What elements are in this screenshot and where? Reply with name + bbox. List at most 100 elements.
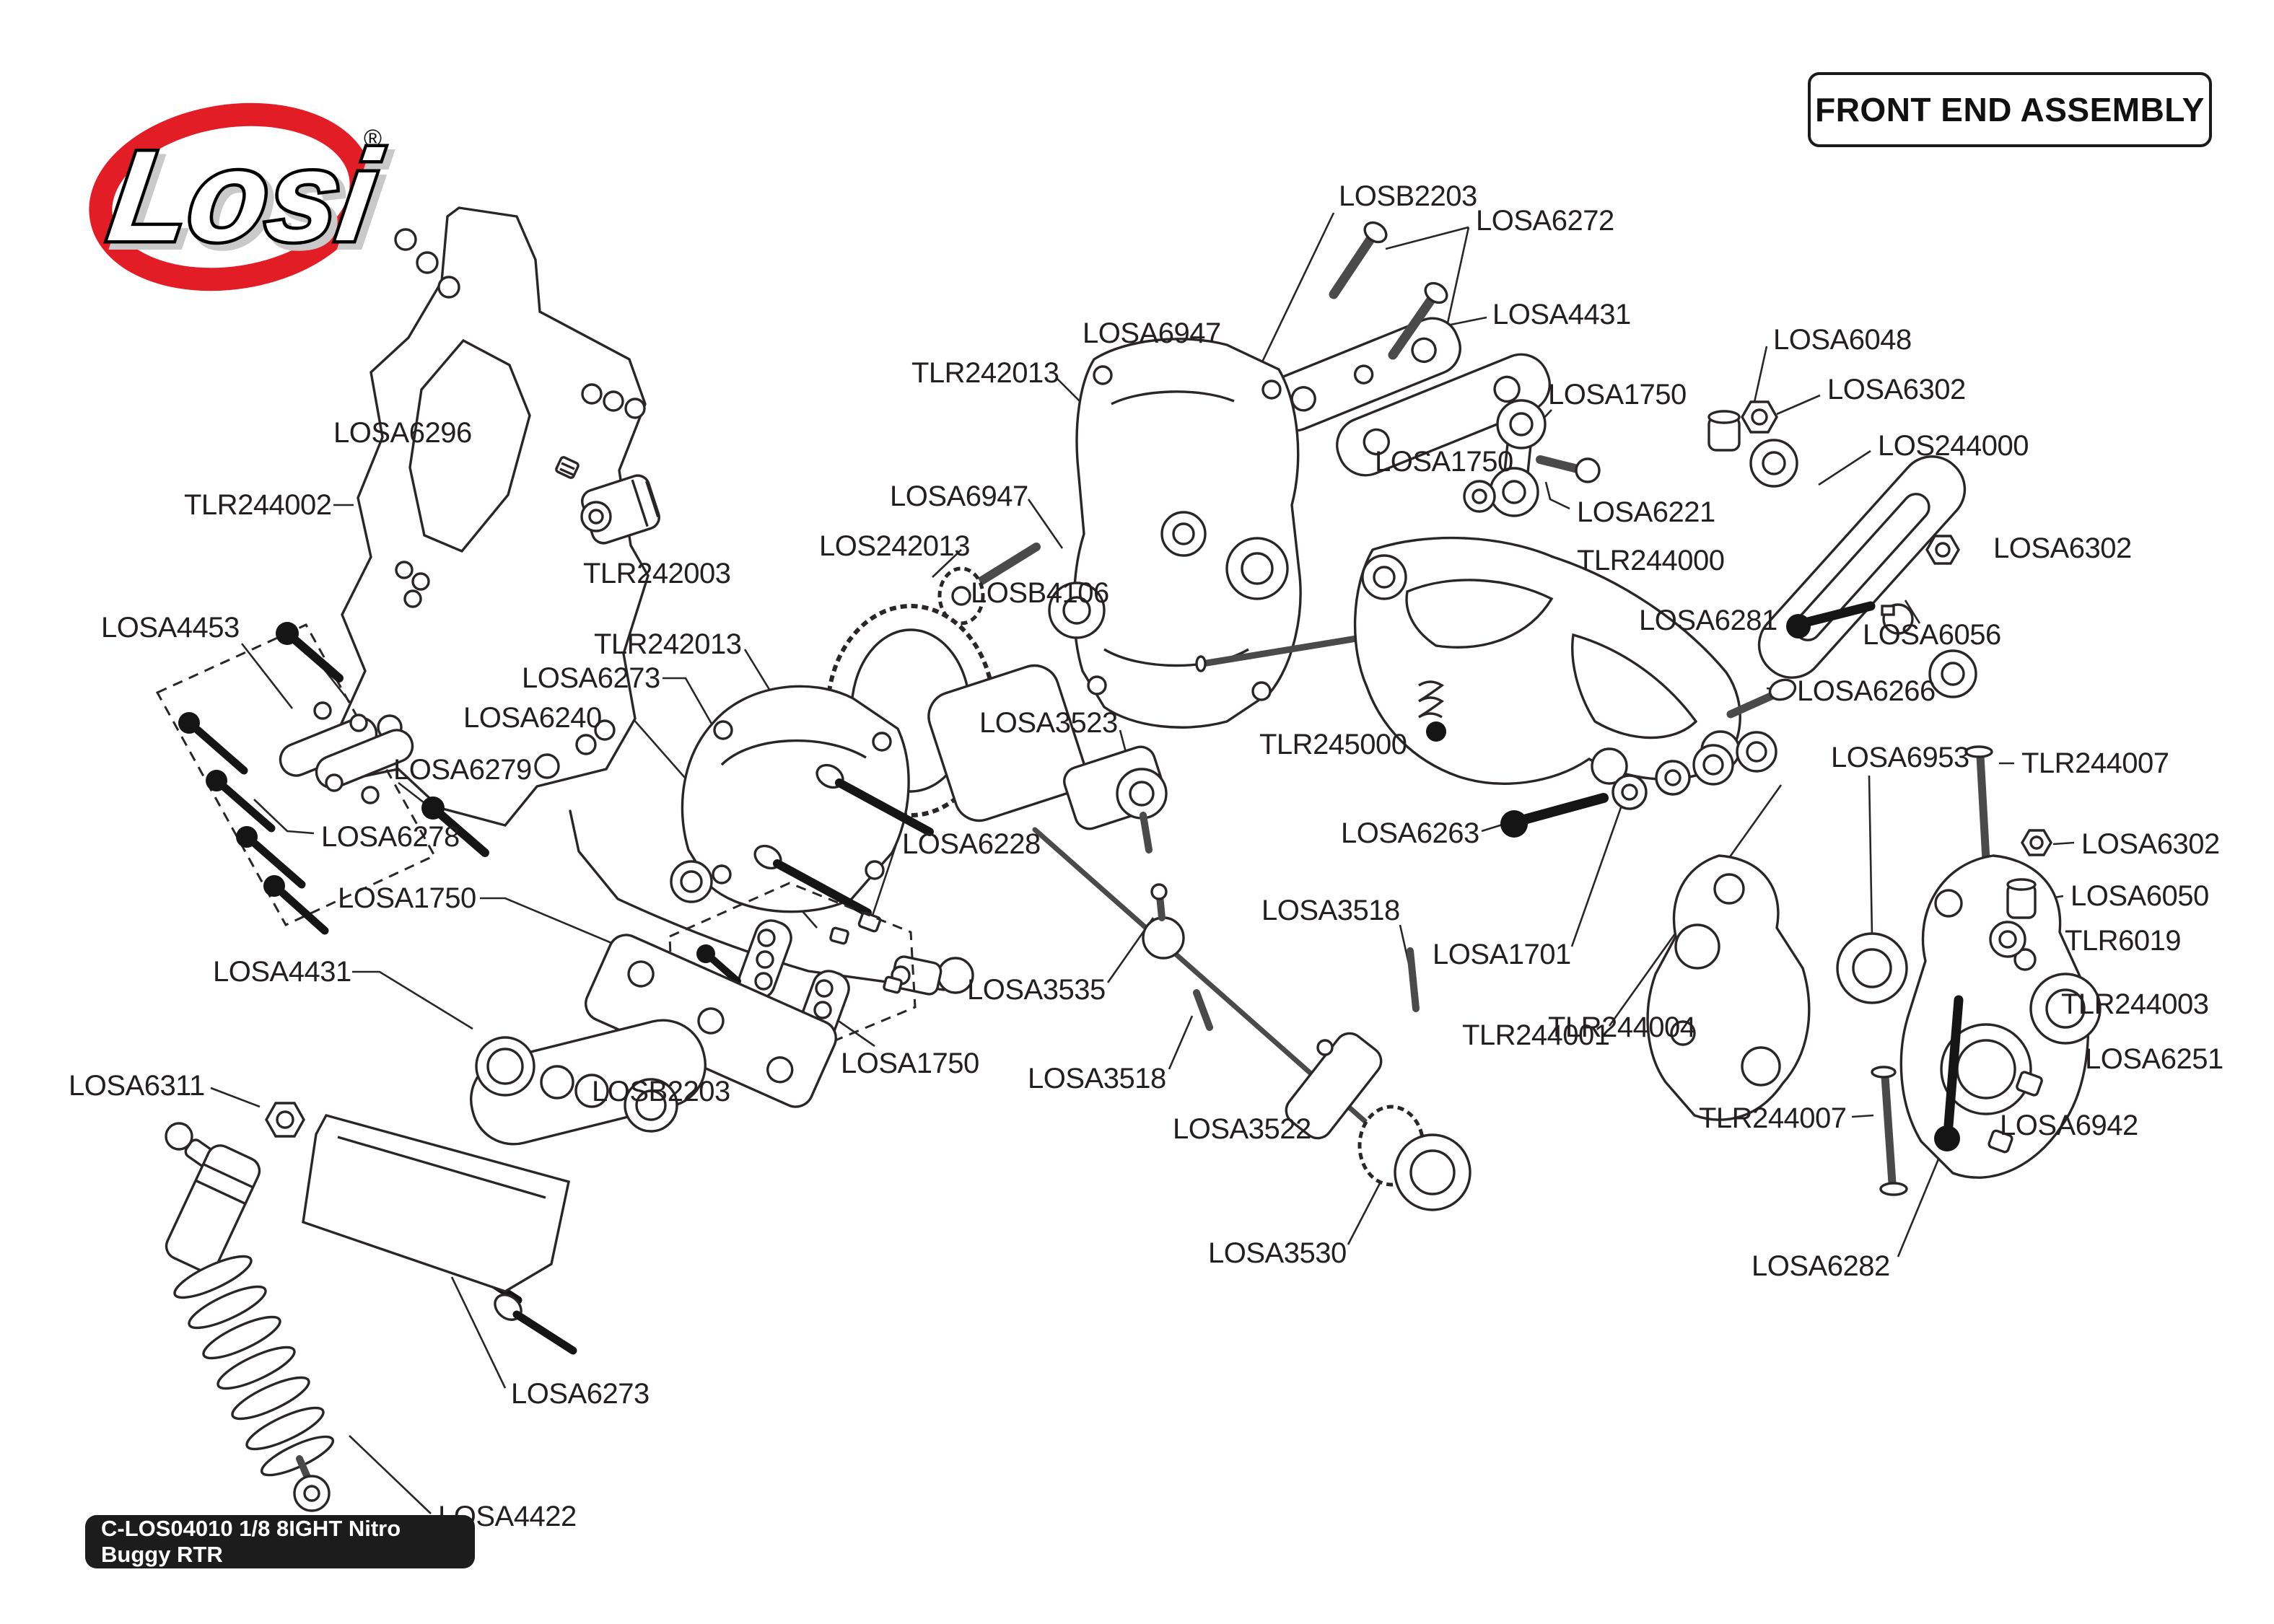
knuckle-tlr244004-part	[1646, 854, 1811, 1121]
gearbox-screws-part	[753, 763, 934, 917]
rocker-links-losa4453-part	[279, 701, 414, 804]
suspension-arm-part	[1353, 536, 1741, 785]
pinion-los242013-part	[937, 543, 1041, 626]
screws-losa6279-part	[276, 622, 489, 857]
nut-losa6302-right-part	[2021, 829, 2052, 856]
part-label-losa6273-b: LOSA6273	[511, 1378, 650, 1410]
part-label-losb2203-a: LOSB2203	[1339, 180, 1477, 212]
diff-case-part	[1072, 338, 1302, 729]
part-label-losa6228: LOSA6228	[902, 828, 1041, 860]
part-label-tlr244007-b: TLR244007	[1699, 1102, 1847, 1134]
part-label-losa1750-d: LOSA1750	[841, 1048, 979, 1079]
pin-tlr244007-lower-part	[1871, 1066, 1908, 1196]
part-label-losa6273-a: LOSA6273	[522, 662, 660, 694]
part-label-losa6240: LOSA6240	[463, 702, 602, 734]
bumper-losa4422-part	[302, 1114, 570, 1293]
part-label-losa3518-b: LOSA3518	[1028, 1063, 1166, 1094]
part-label-losa3518-a: LOSA3518	[1261, 895, 1400, 926]
part-label-losa6279: LOSA6279	[393, 754, 532, 786]
part-label-tlr244004: TLR244004	[1548, 1011, 1696, 1043]
part-label-losa4453: LOSA4453	[101, 612, 240, 644]
screw-losa6266-part	[1726, 678, 1797, 719]
part-label-losa6282: LOSA6282	[1752, 1250, 1890, 1282]
brace-losb2203-lower-part	[585, 934, 837, 1108]
coupler-losa3522-part	[1285, 1032, 1383, 1140]
nut-losa6311-part	[265, 1102, 305, 1138]
bearing-tlr6019-part	[1989, 921, 2026, 958]
gearbox-part	[670, 685, 910, 913]
ball-end-losa6056-part	[1881, 603, 1914, 635]
part-label-losa6947-a: LOSA6947	[1083, 317, 1221, 349]
part-label-tlr245000: TLR245000	[1259, 729, 1407, 760]
part-label-losa6281: LOSA6281	[1639, 605, 1777, 636]
sway-bar-part	[569, 809, 970, 991]
bearing-losa6953-part	[1836, 932, 1908, 1004]
screws-losa6272-part	[1329, 221, 1448, 360]
part-label-tlr242013-b: TLR242013	[594, 628, 742, 660]
pivot-block-losa4431-part	[469, 1019, 707, 1146]
washer-losa1750-part	[1463, 480, 1496, 513]
part-label-losa4431-b: LOSA4431	[213, 956, 351, 988]
screw-losa6282-part	[1934, 995, 1964, 1151]
part-label-losb4106: LOSB4106	[971, 577, 1109, 609]
part-label-losa3535: LOSA3535	[967, 974, 1106, 1006]
part-label-los244000: LOS244000	[1878, 430, 2029, 462]
svg-text:Losi: Losi	[108, 130, 394, 273]
part-label-tlr244001: TLR244001	[1462, 1019, 1610, 1051]
part-label-losa6947-b: LOSA6947	[890, 480, 1028, 512]
shock-absorber-part	[165, 1122, 335, 1512]
svg-text:Losi: Losi	[102, 124, 388, 268]
link-losa1750-part	[1489, 399, 1547, 517]
part-label-tlr244000: TLR244000	[1577, 545, 1725, 576]
differential-part	[826, 604, 1168, 830]
nut-losa6302-top-part	[1741, 400, 1778, 434]
part-label-losa1750-a: LOSA1750	[1548, 379, 1687, 411]
part-label-losa6048: LOSA6048	[1773, 324, 1912, 356]
dashed-box-losa6278-part	[155, 623, 437, 935]
bearing-losa6947-lower-part	[1048, 581, 1106, 639]
part-label-los242013: LOS242013	[819, 530, 971, 562]
part-label-losb2203-b: LOSB2203	[592, 1076, 730, 1107]
part-label-losa6266: LOSA6266	[1797, 675, 1936, 707]
bushing-losa6050-part	[2006, 878, 2037, 919]
part-label-losa6272: LOSA6272	[1476, 205, 1614, 237]
part-label-tlr6019: TLR6019	[2065, 925, 2182, 957]
part-label-tlr244002: TLR244002	[184, 489, 332, 521]
part-label-losa6302-c: LOSA6302	[2081, 828, 2220, 860]
part-label-losa6278: LOSA6278	[321, 821, 460, 853]
pin-losa3523-part	[1140, 812, 1153, 853]
bearing-losa6947-upper-part	[1225, 537, 1289, 600]
part-label-losa6056: LOSA6056	[1863, 619, 2001, 651]
part-label-losa6263: LOSA6263	[1341, 817, 1479, 849]
part-label-losa6221: LOSA6221	[1577, 496, 1715, 528]
part-label-tlr244007-a: TLR244007	[2021, 747, 2169, 779]
part-label-tlr244003: TLR244003	[2061, 988, 2209, 1020]
bushing-losa6048-part	[1707, 410, 1741, 452]
part-label-tlr242003: TLR242003	[583, 558, 731, 589]
registered-mark: ®	[364, 125, 382, 152]
part-label-losa6311: LOSA6311	[69, 1070, 205, 1102]
setscrew-losa6296-part	[555, 456, 580, 479]
top-brace-losa4431-part	[1336, 353, 1551, 477]
screw-losa6221-part	[1536, 455, 1601, 483]
spring-tlr245000-part	[1418, 680, 1446, 742]
part-label-losa6302-a: LOSA6302	[1827, 374, 1966, 405]
wheel-nut-losa3530-part	[1357, 1105, 1471, 1211]
arm-bushings-part	[1612, 731, 1777, 810]
screw-losa6281-part	[1786, 601, 1876, 638]
part-label-losa1750-c: LOSA1750	[338, 882, 476, 914]
part-label-losa6302-b: LOSA6302	[1993, 532, 2132, 564]
pin-losa3518-left-part	[1193, 989, 1213, 1031]
part-label-tlr242013-a: TLR242013	[911, 357, 1059, 389]
losi-logo: Losi Losi ®	[89, 102, 395, 291]
part-label-losa1701: LOSA1701	[1433, 939, 1571, 970]
shock-tower-part	[336, 206, 650, 827]
screw-losa6263-part	[1500, 793, 1609, 838]
part-label-losa3530: LOSA3530	[1208, 1237, 1347, 1269]
coupler-tlr242003-part	[580, 474, 660, 545]
part-label-losa6251: LOSA6251	[2085, 1043, 2223, 1075]
page-title: FRONT END ASSEMBLY	[1808, 72, 2212, 147]
